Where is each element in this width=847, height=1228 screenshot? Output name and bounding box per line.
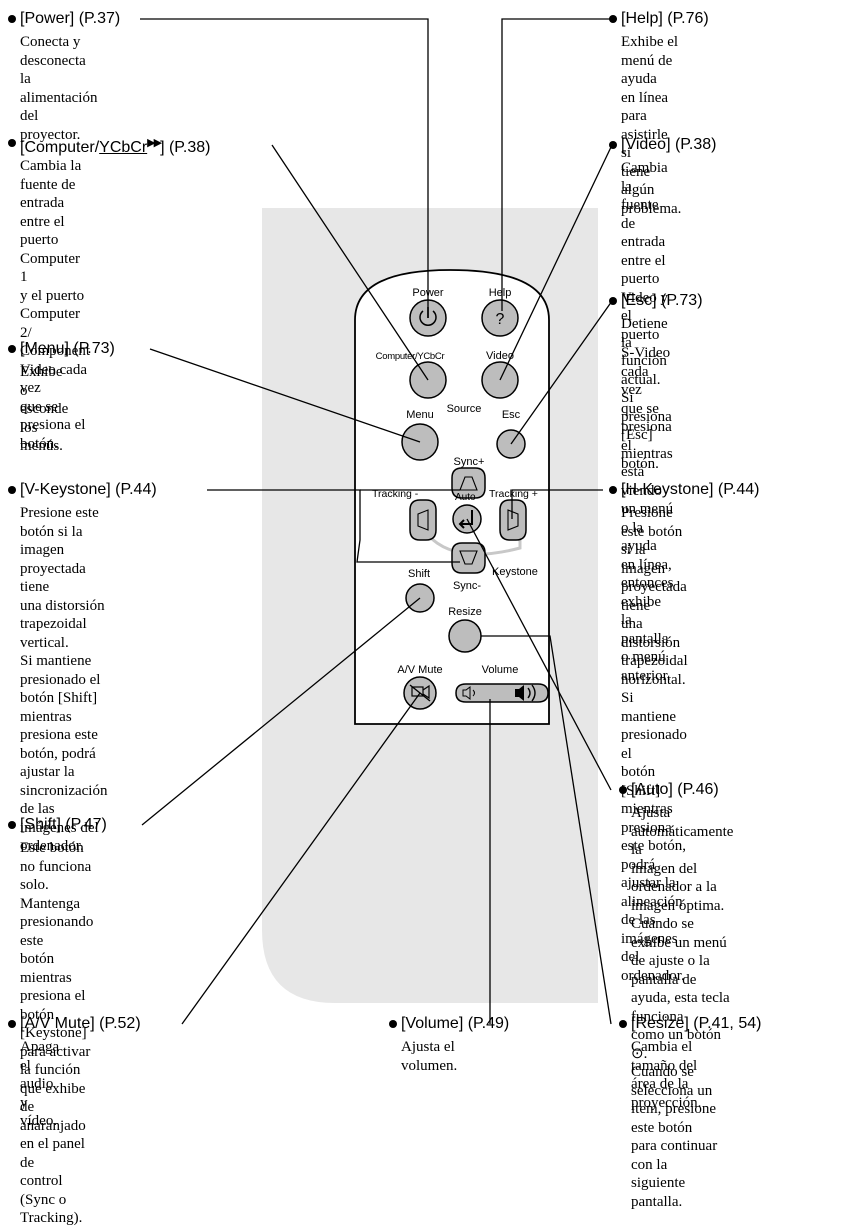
annotation-shift-desc: Este botón no funciona solo. Mantenga pr… xyxy=(20,840,94,1226)
keystone-up-icon xyxy=(459,476,478,491)
annotation-help-title: [Help] (P.76) xyxy=(621,10,709,27)
annotation-volume-desc: Ajusta el volumen. xyxy=(401,1039,458,1074)
annotation-avmute-desc: Apaga el audio y vídeo. xyxy=(20,1039,60,1129)
arrow-icon: ▶▶ xyxy=(147,137,162,149)
annotation-volume-title: [Volume] (P.49) xyxy=(401,1015,510,1032)
annotation-hkeystone-title: [H-Keystone] (P.44) xyxy=(621,481,760,498)
remote-label-help: Help xyxy=(489,287,512,299)
leader-video xyxy=(499,144,613,381)
volume-up-icon xyxy=(515,684,536,702)
bullet xyxy=(8,821,16,829)
enter-icon xyxy=(458,510,473,529)
leader-hkeystone xyxy=(511,489,603,519)
remote-label-tracking-plus: Tracking + xyxy=(489,488,538,500)
annotation-resize-desc: Cambia el tamaño del área de la proyecci… xyxy=(631,1039,702,1111)
leader-esc xyxy=(510,300,613,445)
remote-label-source: Source xyxy=(447,403,482,415)
tracking-minus-button[interactable] xyxy=(409,499,437,541)
bullet xyxy=(619,786,627,794)
annotation-hkeystone-desc: Presione este botón si la imagen proyect… xyxy=(621,505,688,984)
remote-label-computer: Computer/YCbCr xyxy=(376,351,445,362)
keystone-right-icon xyxy=(507,509,519,531)
resize-button[interactable] xyxy=(448,619,482,653)
leader-menu xyxy=(149,348,421,443)
annotation-power-desc: Conecta y desconecta la alimentación del… xyxy=(20,34,98,143)
leader-avmute xyxy=(181,692,421,1025)
remote-label-tracking-minus: Tracking - xyxy=(372,488,419,500)
remote-label-help-icon: ? xyxy=(496,311,505,328)
annotation-esc-desc: Detiene la función actual. Si presiona [… xyxy=(621,316,674,684)
remote-label-esc: Esc xyxy=(502,409,521,421)
bullet xyxy=(8,15,16,23)
remote-control-diagram: Power Help ? Computer/YCbCr Video Source… xyxy=(8,10,762,1226)
remote-label-auto: Auto xyxy=(455,492,476,503)
bullet xyxy=(8,345,16,353)
annotation-auto-desc: Ajusta automáticamente la imagen del ord… xyxy=(631,805,734,1210)
annotation-vkeystone-desc: Presione este botón si la imagen proyect… xyxy=(20,505,108,854)
bullet xyxy=(609,141,617,149)
annotation-menu-title: [Menu] (P.73) xyxy=(20,340,115,357)
bullet xyxy=(8,1020,16,1028)
annotation-resize-title: [Resize] (P.41, 54) xyxy=(631,1015,762,1032)
annotation-video-desc: Cambia la fuente de entrada entre el pue… xyxy=(621,160,672,472)
annotation-computer-desc: Cambia la fuente de entrada entre el pue… xyxy=(20,158,90,452)
annotation-vkeystone-title: [V-Keystone] (P.44) xyxy=(20,481,157,498)
bullet xyxy=(609,297,617,305)
remote-label-power: Power xyxy=(412,287,444,299)
keystone-left-icon xyxy=(417,509,429,531)
leader-shift xyxy=(141,597,421,826)
remote-label-sync-minus: Sync- xyxy=(453,580,481,592)
bullet xyxy=(389,1020,397,1028)
bullet xyxy=(609,15,617,23)
bullet xyxy=(609,486,617,494)
annotation-help-desc: Exhibe el menú de ayuda en línea para as… xyxy=(621,34,682,217)
remote-label-keystone: Keystone xyxy=(492,566,538,578)
annotation-computer-title: [Computer/YCbCr▶▶] (P.38) xyxy=(20,137,211,156)
bullet xyxy=(8,139,16,147)
tracking-plus-button[interactable] xyxy=(499,499,527,541)
annotation-menu-desc: Exhibe o esconde los menús. xyxy=(20,364,69,454)
bullet xyxy=(8,486,16,494)
volume-down-icon xyxy=(462,686,475,700)
annotation-power-title: [Power] (P.37) xyxy=(20,10,121,27)
annotation-esc-title: [Esc] (P.73) xyxy=(621,292,703,309)
volume-rocker[interactable] xyxy=(455,683,549,703)
leader-help xyxy=(501,18,617,311)
sync-minus-button[interactable] xyxy=(451,542,486,574)
leader-computer xyxy=(271,144,429,381)
leader-power xyxy=(140,18,429,318)
bullet xyxy=(619,1020,627,1028)
annotation-shift-title: [Shift] (P.47) xyxy=(20,816,107,833)
leader-resize xyxy=(481,635,612,1025)
remote-label-sync-plus: Sync+ xyxy=(454,456,485,468)
annotation-auto-title: [Auto] (P.46) xyxy=(631,781,719,798)
remote-label-shift: Shift xyxy=(408,568,430,580)
remote-label-menu: Menu xyxy=(406,409,434,421)
remote-illustration: Power Help ? Computer/YCbCr Video Source… xyxy=(140,18,617,1025)
leader-auto xyxy=(466,518,612,791)
keystone-down-icon xyxy=(459,550,478,565)
annotation-avmute-title: [A/V Mute] (P.52) xyxy=(20,1015,141,1032)
help-button[interactable] xyxy=(481,299,519,337)
annotation-video-title: [Video] (P.38) xyxy=(621,136,717,153)
remote-label-resize: Resize xyxy=(448,606,482,618)
leader-vkeystone xyxy=(207,489,460,563)
remote-label-avmute: A/V Mute xyxy=(397,664,442,676)
remote-label-volume: Volume xyxy=(482,664,519,676)
remote-label-video: Video xyxy=(486,350,514,362)
